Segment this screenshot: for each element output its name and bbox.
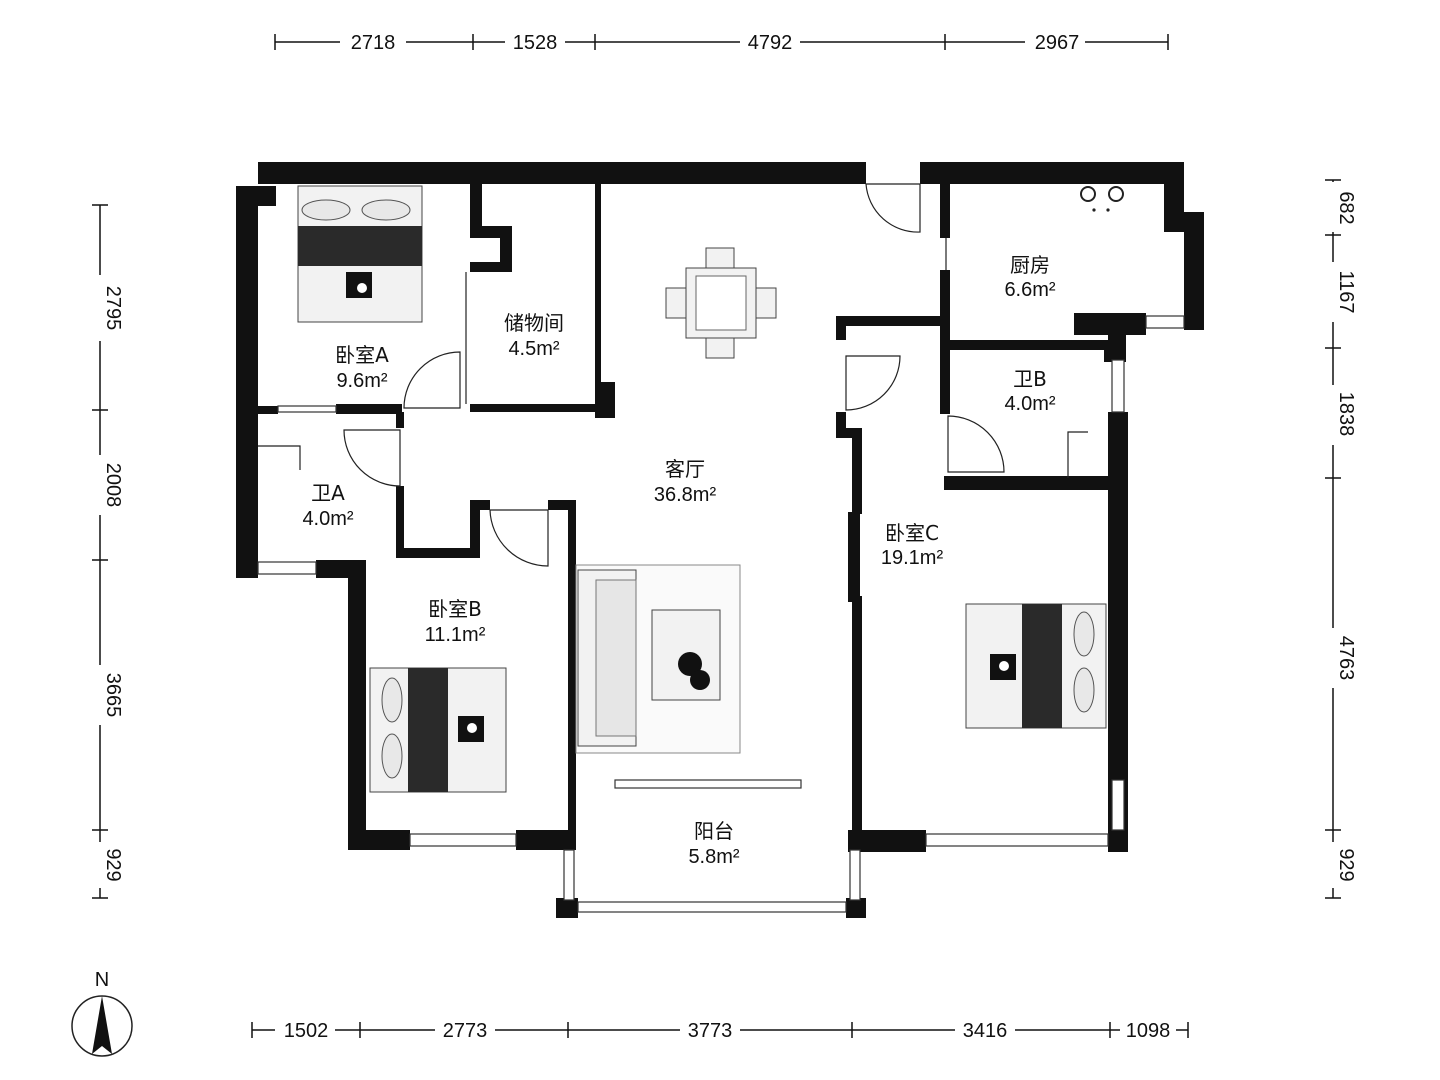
sink-icon xyxy=(258,431,1088,478)
room-name-balcony: 阳台 xyxy=(694,819,734,843)
room-area-bedroom-c: 19.1m² xyxy=(881,547,944,569)
room-name-bath-a: 卫A xyxy=(311,481,345,505)
stove-icon xyxy=(1080,186,1124,212)
room-area-bath-b: 4.0m² xyxy=(1004,393,1055,415)
dim-right-4: 4763 xyxy=(1335,636,1357,681)
room-name-bedroom-c: 卧室C xyxy=(885,521,939,545)
dim-bottom-5: 1098 xyxy=(1126,1020,1171,1042)
room-name-bedroom-a: 卧室A xyxy=(335,343,389,367)
furniture xyxy=(258,185,1124,793)
bed-icon xyxy=(965,603,1107,729)
dim-left-3: 3665 xyxy=(102,673,124,718)
dim-right-5: 929 xyxy=(1335,848,1357,881)
walls xyxy=(236,162,1204,918)
room-area-bath-a: 4.0m² xyxy=(302,508,353,530)
dim-bottom-2: 2773 xyxy=(443,1020,488,1042)
dim-top-2: 1528 xyxy=(513,32,558,54)
dim-bottom-3: 3773 xyxy=(688,1020,733,1042)
north-arrow-icon xyxy=(92,996,112,1054)
sofa-icon xyxy=(575,564,741,754)
dim-left-4: 929 xyxy=(102,848,124,881)
windows xyxy=(257,315,1185,913)
dimension-bottom: 1502 2773 3773 3416 1098 xyxy=(251,1016,1189,1044)
room-area-living: 36.8m² xyxy=(654,484,717,506)
dim-top-3: 4792 xyxy=(748,32,793,54)
dim-bottom-4: 3416 xyxy=(963,1020,1008,1042)
bed-icon xyxy=(297,185,423,323)
compass-north-label: N xyxy=(95,969,109,991)
room-area-bedroom-a: 9.6m² xyxy=(336,370,387,392)
doors xyxy=(343,183,1005,567)
dim-right-2: 1167 xyxy=(1335,270,1357,313)
dim-left-1: 2795 xyxy=(102,286,124,331)
bed-icon xyxy=(369,667,507,793)
dim-bottom-1: 1502 xyxy=(284,1020,329,1042)
room-name-storage: 储物间 xyxy=(504,311,564,335)
compass: N xyxy=(71,969,133,1057)
dimension-right: 682 1167 1838 4763 929 xyxy=(1319,179,1357,899)
dim-top-1: 2718 xyxy=(351,32,396,54)
room-area-bedroom-b: 11.1m² xyxy=(425,624,486,646)
dim-top-4: 2967 xyxy=(1035,32,1080,54)
room-area-storage: 4.5m² xyxy=(508,338,559,360)
room-name-kitchen: 厨房 xyxy=(1010,253,1050,277)
dim-left-2: 2008 xyxy=(102,463,124,508)
dining-table-icon xyxy=(665,247,777,359)
room-labels: 卧室A 9.6m² 储物间 4.5m² 厨房 6.6m² 卫B 4.0m² 卫A… xyxy=(302,253,1055,868)
room-name-bedroom-b: 卧室B xyxy=(428,597,482,621)
dimension-left: 2795 2008 3665 929 xyxy=(86,204,124,899)
room-name-living: 客厅 xyxy=(665,457,705,481)
dim-right-1: 682 xyxy=(1335,191,1357,224)
room-name-bath-b: 卫B xyxy=(1013,367,1047,391)
dimension-top: 2718 1528 4792 2967 xyxy=(274,28,1169,56)
room-area-balcony: 5.8m² xyxy=(688,846,739,868)
room-area-kitchen: 6.6m² xyxy=(1004,279,1055,301)
dim-right-3: 1838 xyxy=(1335,392,1357,437)
